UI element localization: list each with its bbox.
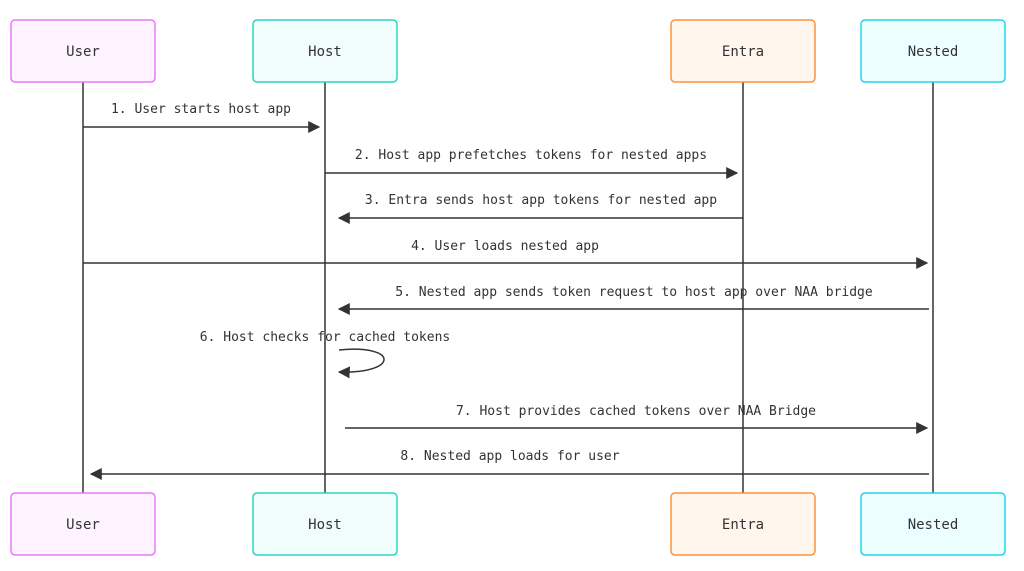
actor-label: Nested	[908, 517, 959, 533]
actor-label: Entra	[722, 44, 764, 60]
message-label: 3. Entra sends host app tokens for neste…	[365, 193, 717, 208]
message-8: 8. Nested app loads for user	[89, 449, 929, 480]
actor-box	[252, 19, 398, 83]
actor-box	[10, 492, 156, 556]
actor-box	[670, 19, 816, 83]
message-label: 8. Nested app loads for user	[400, 449, 619, 464]
message-label: 6. Host checks for cached tokens	[200, 330, 450, 345]
message-3: 3. Entra sends host app tokens for neste…	[337, 193, 743, 224]
actor-box	[252, 492, 398, 556]
messages: 1. User starts host app 2. Host app prefe…	[83, 102, 929, 480]
message-4: 4. User loads nested app	[83, 239, 929, 269]
actor-entra-bottom: Entra	[670, 492, 816, 556]
actor-user-bottom: User	[10, 492, 156, 556]
message-label: 5. Nested app sends token request to hos…	[395, 285, 873, 300]
message-7: 7. Host provides cached tokens over NAA …	[345, 404, 929, 434]
actor-label: Nested	[908, 44, 959, 60]
actors-bottom: User Host Entra Nested	[10, 492, 1006, 556]
actor-box	[860, 492, 1006, 556]
message-2: 2. Host app prefetches tokens for nested…	[325, 148, 739, 179]
actor-host-bottom: Host	[252, 492, 398, 556]
actor-box	[670, 492, 816, 556]
actor-label: Host	[308, 517, 342, 533]
actor-user-top: User	[10, 19, 156, 83]
message-label: 4. User loads nested app	[411, 239, 599, 254]
message-5: 5. Nested app sends token request to hos…	[337, 285, 929, 315]
self-call-arrow	[337, 348, 385, 379]
actor-entra-top: Entra	[670, 19, 816, 83]
actor-box	[10, 19, 156, 83]
actor-label: Host	[308, 44, 342, 60]
actor-label: User	[66, 44, 100, 60]
actor-box	[860, 19, 1006, 83]
actors-top: User Host Entra Nested	[10, 19, 1006, 83]
actor-nested-bottom: Nested	[860, 492, 1006, 556]
message-label: 1. User starts host app	[111, 102, 291, 117]
message-1: 1. User starts host app	[83, 102, 321, 133]
message-label: 2. Host app prefetches tokens for nested…	[355, 148, 707, 163]
actor-label: User	[66, 517, 100, 533]
actor-nested-top: Nested	[860, 19, 1006, 83]
actor-host-top: Host	[252, 19, 398, 83]
message-6: 6. Host checks for cached tokens	[200, 330, 450, 379]
actor-label: Entra	[722, 517, 764, 533]
message-label: 7. Host provides cached tokens over NAA …	[456, 404, 816, 419]
lifelines	[82, 82, 934, 493]
